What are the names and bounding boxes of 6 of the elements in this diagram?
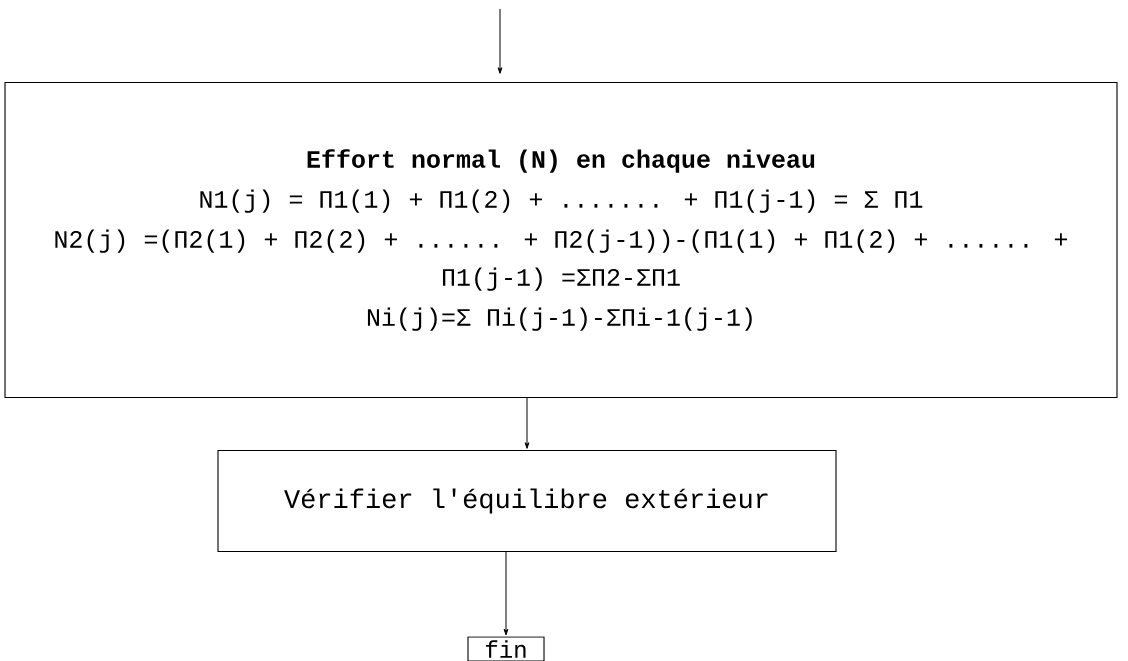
process-box: Effort normal (N) en chaque niveau N1(j) = Π1(1) + Π1(2) + ....... + Π1(j-1) = Σ Π1 N2(j) =(Π2(1) + Π2(2) + ...... + Π2(j-1))-(Π1(1) + Π1(2) + ...... + Π1(j-1) =ΣΠ2-ΣΠ1 Ni(j)=Σ Πi(j-1)-ΣΠi-1(j-1) xyxy=(4,81,1118,399)
arrow xyxy=(497,8,503,74)
arrow xyxy=(524,397,530,449)
arrow xyxy=(503,551,509,636)
process-box: fin xyxy=(467,636,545,661)
process-box: Vérifier l'équilibre extérieur xyxy=(217,449,837,553)
